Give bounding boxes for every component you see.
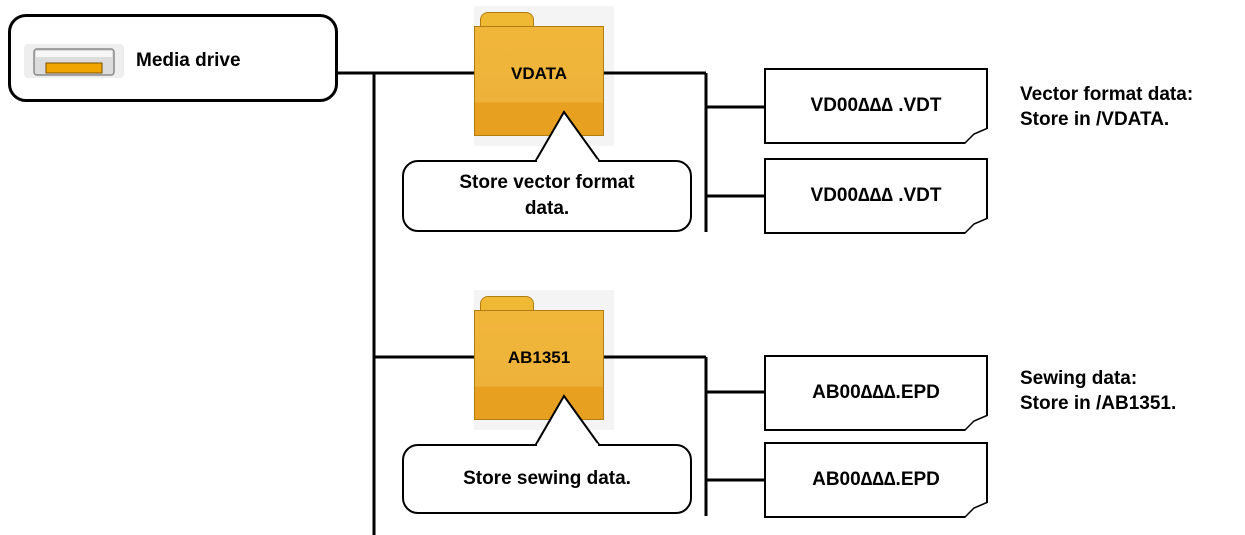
file-vdt-2[interactable]: VD00∆∆∆ .VDT bbox=[764, 158, 988, 234]
page-curl-icon bbox=[964, 128, 988, 144]
callout-line: data. bbox=[524, 198, 570, 219]
folder-icon-body bbox=[474, 310, 604, 420]
file-epd-1[interactable]: AB00∆∆∆.EPD bbox=[764, 355, 988, 431]
note-line: Sewing data: bbox=[1020, 368, 1138, 389]
page-curl-icon bbox=[964, 415, 988, 431]
folder-icon-body bbox=[474, 26, 604, 136]
page-curl-icon bbox=[964, 502, 988, 518]
media-drive-label: Media drive bbox=[136, 50, 241, 71]
callout-vdata: Store vector format data. bbox=[402, 160, 692, 232]
media-drive-icon bbox=[24, 44, 124, 78]
file-name: AB00∆∆∆.EPD bbox=[812, 469, 940, 490]
file-name: VD00∆∆∆ .VDT bbox=[810, 95, 942, 116]
file-name: AB00∆∆∆.EPD bbox=[812, 382, 940, 403]
note-line: Store in /AB1351. bbox=[1020, 393, 1177, 414]
folder-vdata[interactable]: VDATA bbox=[474, 6, 614, 146]
callout-line: Store vector format bbox=[459, 172, 635, 194]
file-vdt-1[interactable]: VD00∆∆∆ .VDT bbox=[764, 68, 988, 144]
note-vector-data: Vector format data: Store in /VDATA. bbox=[1020, 82, 1193, 132]
note-sewing-data: Sewing data: Store in /AB1351. bbox=[1020, 366, 1176, 416]
folder-ab1351[interactable]: AB1351 bbox=[474, 290, 614, 430]
folder-label: VDATA bbox=[510, 64, 568, 83]
file-epd-2[interactable]: AB00∆∆∆.EPD bbox=[764, 442, 988, 518]
note-line: Vector format data: bbox=[1020, 84, 1194, 105]
file-name: VD00∆∆∆ .VDT bbox=[810, 185, 942, 206]
page-curl-icon bbox=[964, 218, 988, 234]
note-line: Store in /VDATA. bbox=[1020, 109, 1170, 130]
folder-label: AB1351 bbox=[507, 348, 571, 367]
callout-line: Store sewing data. bbox=[463, 468, 631, 490]
callout-ab1351: Store sewing data. bbox=[402, 444, 692, 514]
